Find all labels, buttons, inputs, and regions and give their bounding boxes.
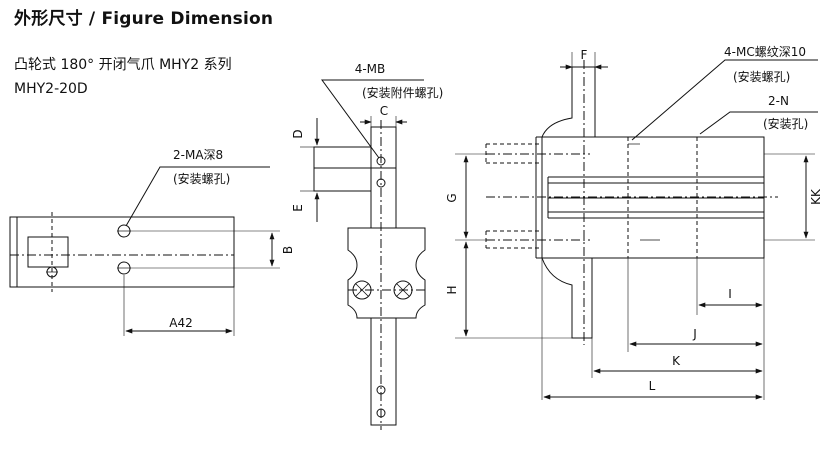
mc-leader-line <box>631 59 818 141</box>
middle-view <box>300 79 426 430</box>
k-label: K <box>672 354 681 368</box>
right-bottom-jaw <box>541 257 593 339</box>
left-pocket <box>27 236 69 268</box>
kk-label: KK <box>809 188 823 205</box>
b-label: B <box>281 246 295 254</box>
ma-label: 2-MA深8 <box>173 148 223 162</box>
mid-top-jaw <box>370 126 397 229</box>
f-label: F <box>581 48 588 62</box>
e-label: E <box>291 204 305 212</box>
mc-label: 4-MC螺纹深10 <box>724 45 806 59</box>
c-label: C <box>380 104 388 118</box>
mid-body <box>347 227 426 319</box>
n-note: (安装孔) <box>763 116 808 131</box>
mid-bottom-jaw <box>370 317 397 426</box>
d-label: D <box>291 129 305 138</box>
right-top-jaw-left <box>541 67 573 138</box>
n-label: 2-N <box>768 94 789 108</box>
mc-note: (安装螺孔) <box>733 69 790 84</box>
mb-note: (安装附件螺孔) <box>362 85 443 100</box>
mid-side-block <box>313 146 372 192</box>
g-label: G <box>445 193 459 202</box>
ma-note: (安装螺孔) <box>173 171 230 186</box>
page-title: 外形尺寸 / Figure Dimension <box>14 9 274 29</box>
model-name: MHY2-20D <box>14 81 88 97</box>
left-view <box>9 166 280 336</box>
l-label: L <box>649 379 656 393</box>
n-leader-line <box>699 111 818 135</box>
series-title: 凸轮式 180° 开闭气爪 MHY2 系列 <box>14 57 232 73</box>
j-label: J <box>692 327 697 341</box>
mb-label: 4-MB <box>355 62 386 76</box>
i-label: I <box>728 287 732 301</box>
mb-leader-line <box>321 79 424 159</box>
left-body-outline <box>9 216 235 288</box>
ma-leader-line <box>125 166 270 227</box>
right-view <box>455 52 818 400</box>
h-label: H <box>445 285 459 294</box>
a42-label: A42 <box>169 316 192 330</box>
